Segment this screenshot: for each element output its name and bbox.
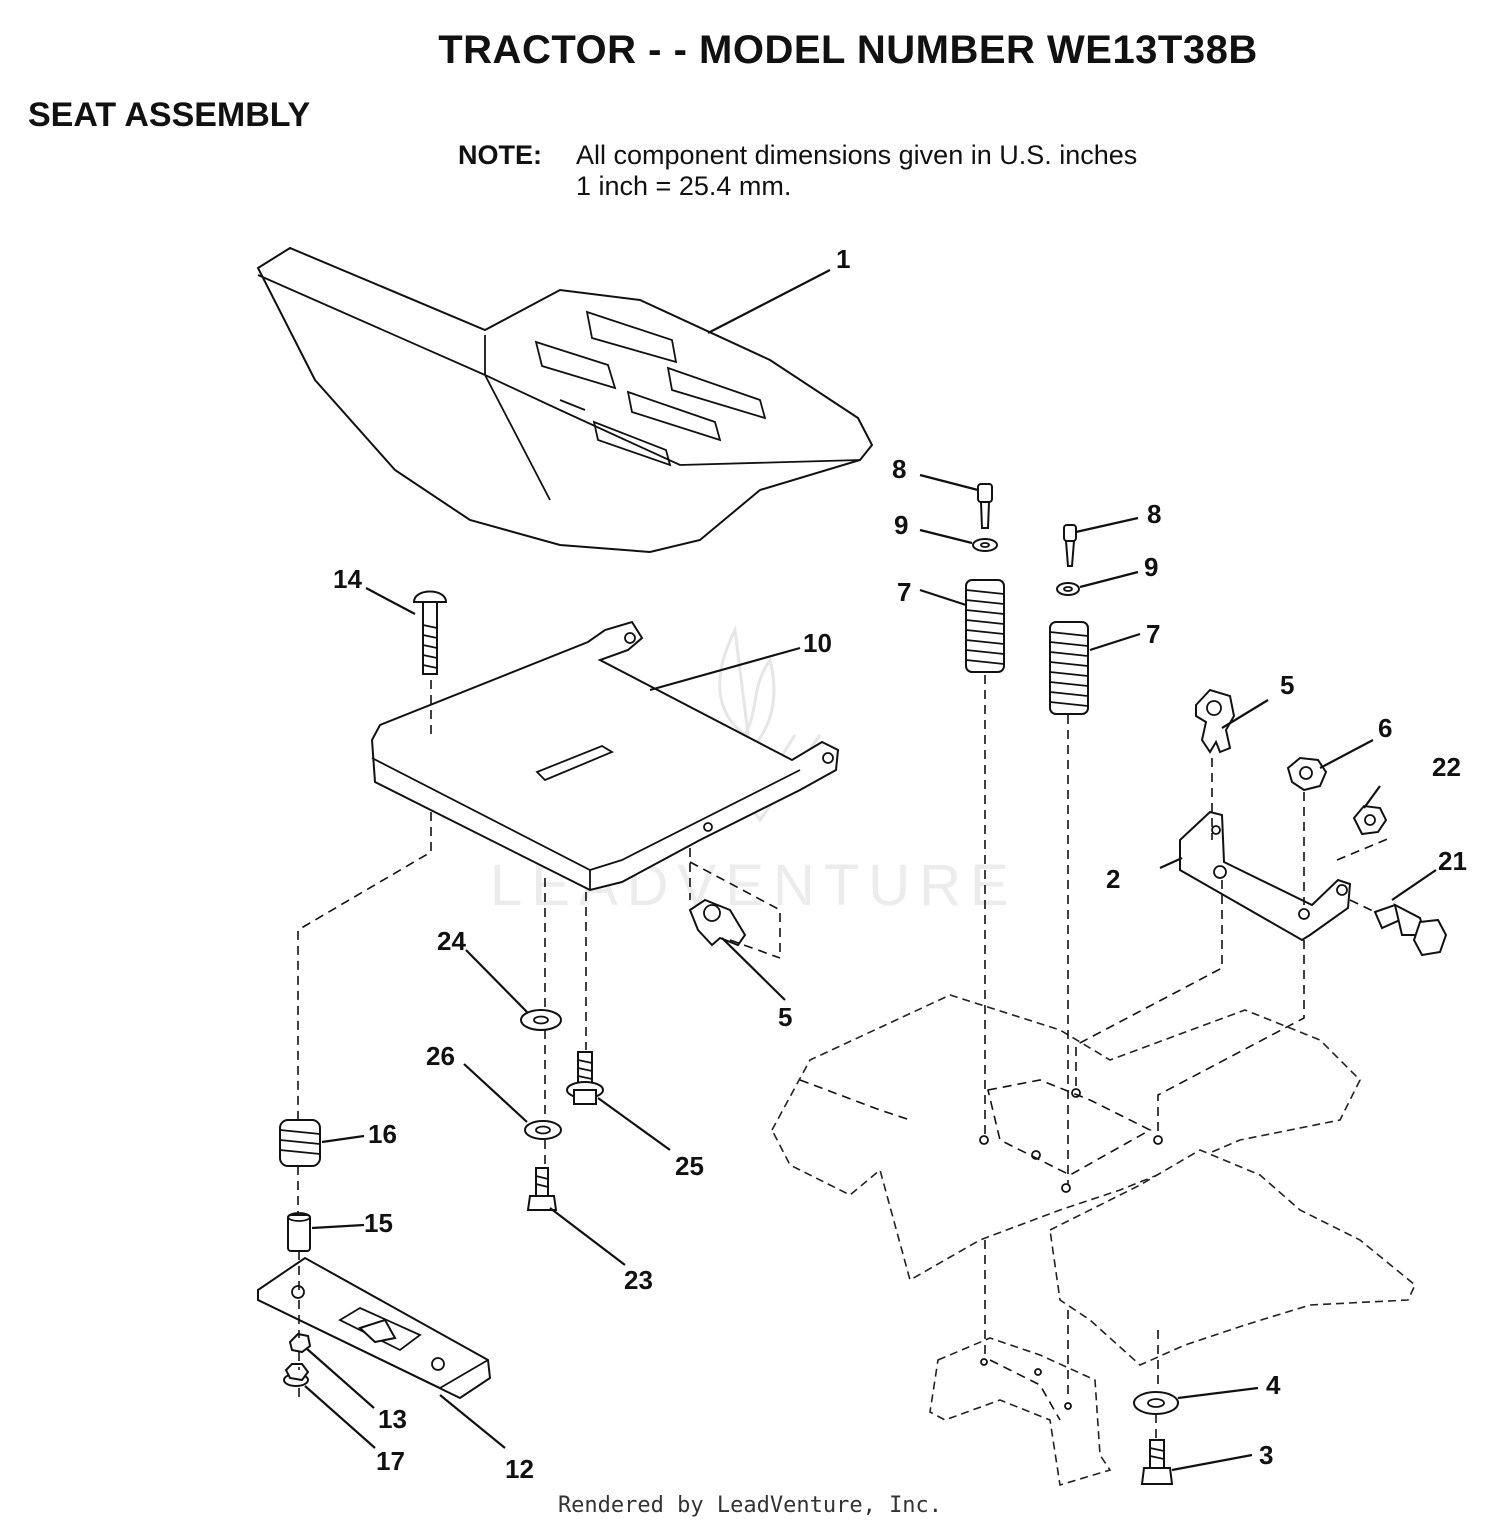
section-title: SEAT ASSEMBLY	[28, 96, 311, 134]
callout-25: 25	[675, 1151, 704, 1181]
carriage-bolt-14	[412, 590, 448, 675]
seat-clip-5-left	[688, 898, 747, 947]
callout-12: 12	[505, 1454, 534, 1484]
footer-credit: Rendered by LeadVenture, Inc.	[557, 1493, 943, 1518]
callout-9-left: 9	[894, 510, 908, 540]
lock-washer-26	[524, 1120, 562, 1140]
callout-5-clip: 5	[778, 1002, 792, 1032]
hex-nut-22	[1352, 804, 1388, 836]
callout-22: 22	[1432, 752, 1461, 782]
washer-9-left	[972, 538, 998, 552]
mounting-plate-12	[257, 1256, 492, 1400]
note-body: All component dimensions given in U.S. i…	[576, 140, 1137, 202]
hex-nut-6	[1286, 756, 1328, 792]
callout-2: 2	[1106, 864, 1120, 894]
callout-8-right: 8	[1147, 499, 1161, 529]
flange-nut-17	[283, 1363, 310, 1387]
page-title: TRACTOR - - MODEL NUMBER WE13T38B	[438, 28, 1258, 72]
callout-8-left: 8	[892, 454, 906, 484]
nut-13	[288, 1332, 312, 1354]
washer-9-right	[1056, 582, 1080, 596]
seat-pan	[370, 620, 840, 892]
spring-7-right	[1049, 621, 1089, 715]
callout-16: 16	[368, 1119, 397, 1149]
shoulder-bolt-21	[1373, 903, 1448, 957]
callout-17: 17	[376, 1446, 405, 1476]
callout-labels: 1 2 3 4 5 5 6 7 7 8 8 9 9 10 12 13 14 15…	[333, 244, 1467, 1484]
note-label: NOTE:	[458, 140, 542, 170]
callout-7-right: 7	[1146, 619, 1160, 649]
spring-7-left	[965, 579, 1005, 673]
callout-6: 6	[1378, 713, 1392, 743]
note-line-1: All component dimensions given in U.S. i…	[576, 140, 1138, 170]
washer-4	[1133, 1391, 1179, 1415]
callout-26: 26	[426, 1041, 455, 1071]
hex-bolt-23	[526, 1167, 558, 1211]
callout-21: 21	[1438, 846, 1467, 876]
callout-9-right: 9	[1144, 552, 1158, 582]
hex-bolt-3	[1140, 1439, 1174, 1485]
callout-14: 14	[333, 564, 362, 594]
spring-16	[279, 1119, 321, 1167]
callout-13: 13	[378, 1404, 407, 1434]
spacer-15	[287, 1212, 311, 1252]
seat-clip-5-right	[1195, 688, 1236, 754]
callout-1: 1	[836, 244, 850, 274]
callout-5-bracket-clip: 5	[1280, 670, 1294, 700]
callout-23: 23	[624, 1265, 653, 1295]
callout-24: 24	[437, 926, 466, 956]
leader-lines	[304, 269, 1437, 1472]
callout-10: 10	[803, 628, 832, 658]
callout-3: 3	[1259, 1440, 1273, 1470]
washer-24	[520, 1009, 562, 1031]
clevis-pin-8-left	[977, 483, 993, 529]
callout-15: 15	[364, 1208, 393, 1238]
assembly-paths	[297, 675, 1391, 1440]
seat-cushion	[256, 246, 874, 554]
flange-bolt-25	[566, 1051, 604, 1105]
note-line-2: 1 inch = 25.4 mm.	[576, 171, 792, 201]
dimension-note: NOTE: All component dimensions given in U…	[458, 140, 1137, 202]
seat-bracket-2	[1179, 810, 1352, 942]
clevis-pin-8-right	[1063, 524, 1077, 567]
callout-7-left: 7	[897, 577, 911, 607]
callout-4: 4	[1266, 1370, 1281, 1400]
tractor-fender-outline	[771, 994, 1416, 1487]
